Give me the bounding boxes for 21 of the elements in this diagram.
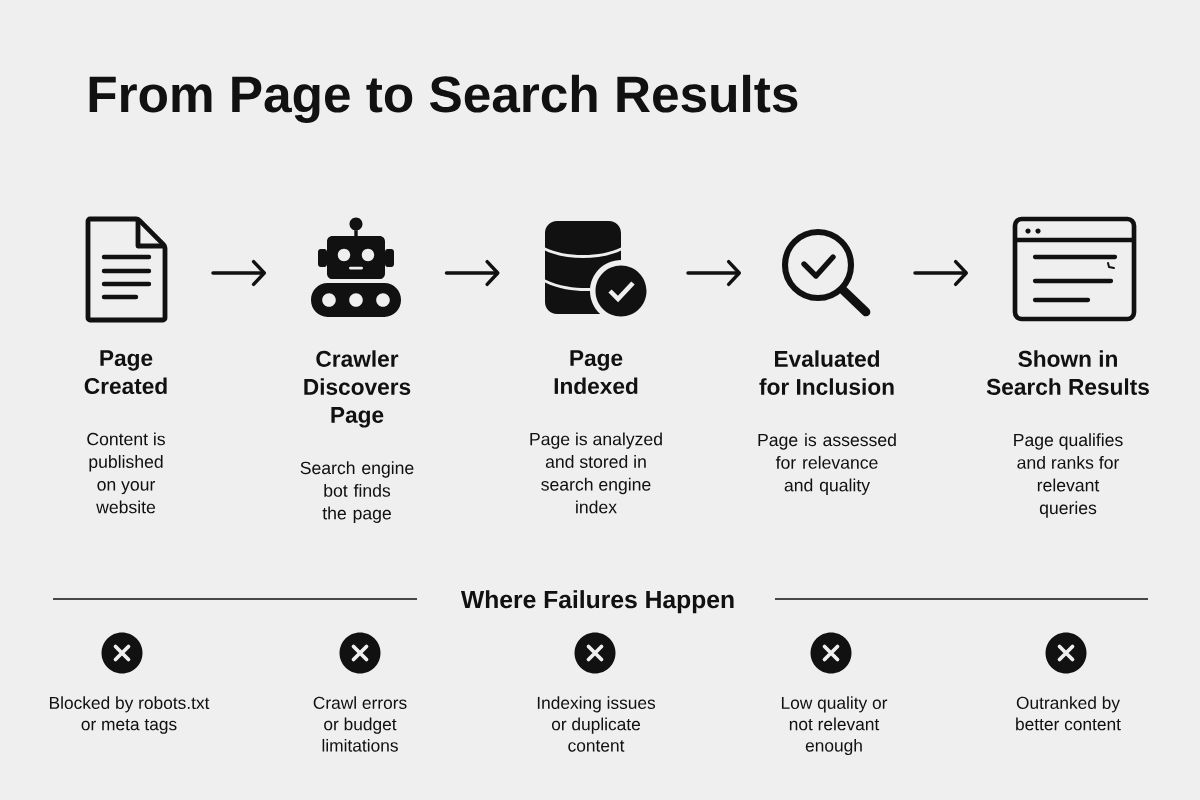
step-title: Evaluated for Inclusion <box>759 350 894 395</box>
failure-text: Crawl errors or budget limitations <box>313 696 407 752</box>
step-title: Crawler Discovers Page <box>304 350 411 428</box>
step-description: Search engine bot finds the page <box>300 461 414 523</box>
failure-text: Outranked by better content <box>1016 696 1121 731</box>
diagram-title: From Page to Search Results <box>89 74 798 123</box>
arrow <box>913 259 968 287</box>
arrow <box>211 259 266 287</box>
failure-text: Blocked by robots.txt or meta tags <box>50 696 210 734</box>
failure-text: Indexing issues or duplicate content <box>537 696 656 752</box>
arrow <box>444 259 500 287</box>
failure-text: Low quality or not relevant enough <box>781 696 888 756</box>
step-description: Page is analyzed and stored in search engine index <box>530 432 662 514</box>
arrow <box>686 259 741 287</box>
section-heading: Where Failures Happen <box>460 590 734 614</box>
step-description: Page qualifies and ranks for relevant queries <box>1014 433 1123 518</box>
step-title: Shown in Search Results <box>986 350 1149 395</box>
step-description: Page is assessed for relevance and quality <box>758 433 896 495</box>
step-title: Page Indexed <box>554 350 638 395</box>
step-description: Content is published on your website <box>87 432 165 514</box>
step-title: Page Created <box>84 350 167 395</box>
